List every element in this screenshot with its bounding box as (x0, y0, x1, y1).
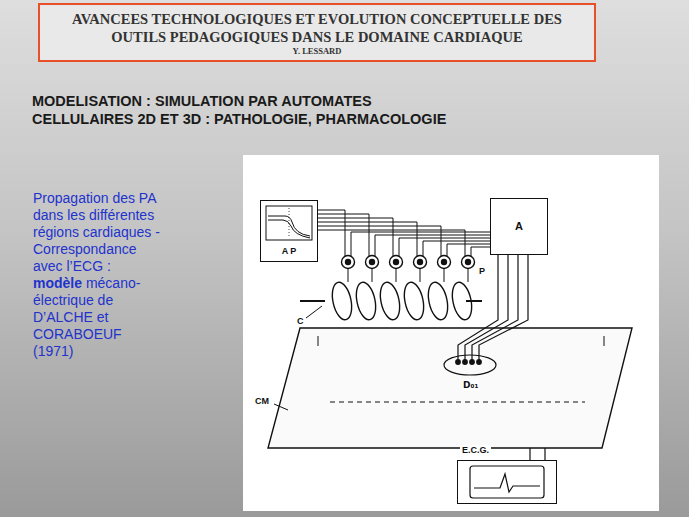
white-panel (243, 155, 659, 511)
title-text: AVANCEES TECHNOLOGIQUES ET EVOLUTION CON… (62, 10, 572, 46)
description-text: Propagation des PA dans les différentes … (33, 190, 160, 274)
part-label: C (296, 316, 305, 327)
space (82, 275, 86, 291)
description-text: Propagation des PA dans les différentes … (33, 190, 161, 360)
title-box: AVANCEES TECHNOLOGIQUES ET EVOLUTION CON… (38, 3, 596, 62)
author-name: Y. LESSARD (62, 46, 572, 57)
part-label: P (478, 266, 486, 277)
box-label: E.C.G. (460, 445, 491, 456)
line-drawing (266, 206, 632, 498)
oscilloscope-box: A P (260, 200, 318, 262)
emphasis-word: modèle (33, 275, 82, 291)
ecg-box: E.C.G. (457, 460, 557, 504)
section-heading: MODELISATION : SIMULATION PAR AUTOMATES … (32, 92, 462, 128)
part-label: D₀₁ (462, 380, 479, 391)
part-label: CM (254, 396, 270, 407)
box-label: A P (261, 246, 317, 257)
amplifier-box: A (490, 198, 548, 255)
box-label: A (491, 219, 547, 233)
